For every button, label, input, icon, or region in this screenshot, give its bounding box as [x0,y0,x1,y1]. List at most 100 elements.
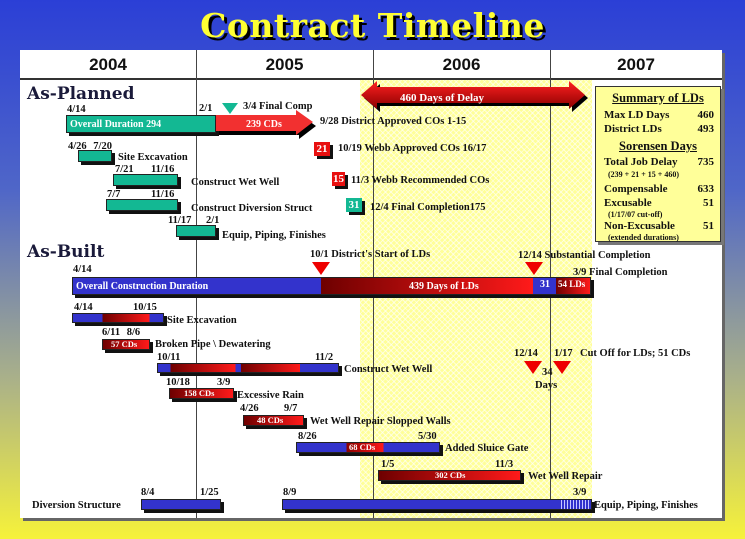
built-task-bar [296,442,440,453]
summary-row: District LDs 493 [604,123,714,135]
date-label: 8/4 [141,487,155,498]
task-label: Site Excavation [118,152,188,163]
date-label: 12/14 [514,348,538,359]
date-label: 10/15 [133,302,157,313]
days-label: Days [535,380,558,391]
bar-label: 439 Days of LDs [409,281,479,292]
end-date: 7/20 [93,141,112,152]
event-badge: 21 [314,142,330,156]
summary-note: (239 + 21 + 15 + 460) [608,170,680,179]
start-date: 4/26 [68,141,87,152]
lds-segment [321,278,533,294]
built-task-bar [243,415,304,426]
date-label: 11/16 [151,189,175,200]
cds-label: 68 CDs [349,442,376,452]
date-label: 11/3 [495,459,514,470]
row-label: Compensable [604,183,668,195]
date-label: 4/14 [67,104,86,115]
year-2006: 2006 [373,50,550,80]
built-task-bar [282,499,592,510]
built-task-bar [141,499,221,510]
date-label: 7/21 [115,164,134,175]
row-value: 51 [703,220,714,232]
planned-task-bar [78,150,112,162]
date-label: 11/2 [315,352,334,363]
lds-segment [556,278,590,294]
end-date: 8/6 [126,327,141,338]
extension-arrow [216,110,316,139]
event-badge: 31 [346,198,362,212]
row-value: 735 [697,156,715,168]
timeline-panel: 2004 2005 2006 2007 460 Days of Delay As… [20,50,722,518]
date-label: 10/11 [157,352,181,363]
row-value: 493 [697,123,715,135]
task-label: Equip, Piping, Finishes [594,500,698,511]
date-label: 2/1 [206,215,220,226]
date-label: 8/9 [283,487,297,498]
start-date: 6/11 [102,327,121,338]
built-overall-bar [72,277,591,295]
date-label: 5/30 [418,431,437,442]
extension-label: 239 CDs [246,119,282,130]
cds-label: 48 CDs [257,415,284,425]
row-label: Total Job Delay [604,156,678,168]
days-count: 34 [542,367,553,378]
date-label: 6/11 8/6 [102,327,141,339]
row-label: Non-Excusable [604,220,675,232]
date-label: 11/16 [151,164,175,175]
planned-task-bar [113,174,178,186]
row-value: 51 [703,197,714,209]
delay-double-arrow [361,81,588,112]
cutoff-label: Cut Off for LDs; 51 CDs [580,348,691,359]
event-label: 11/3 Webb Recommended COs [351,175,490,186]
bar-segment [533,278,556,294]
task-label: Wet Well Repair Slopped Walls [310,416,451,427]
planned-overall-bar [66,115,216,133]
task-label: Equip, Piping, Finishes [222,230,326,241]
cutoff-marker-icon [553,361,571,374]
event-label: 10/19 Webb Approved COs 16/17 [338,143,487,154]
date-label: 8/26 [298,431,317,442]
task-label: Diversion Structure [32,500,121,511]
row-label: Excusable [604,197,652,209]
row-value: 460 [697,109,715,121]
bar-label: Overall Construction Duration [76,281,209,292]
summary-row: Excusable 51 [604,197,714,209]
cds-label: 302 CDs [435,470,466,480]
cds-label: 57 CDs [111,339,138,349]
built-task-bar [169,388,234,399]
row-label: Max LD Days [604,109,670,121]
built-task-bar [157,363,339,373]
date-label: 4/26 7/20 [68,141,112,153]
planned-task-bar [106,199,178,211]
built-task-bar [378,470,521,481]
substantial-completion-marker-icon [525,262,543,275]
built-task-bar [102,339,150,350]
date-label: 1/17 [554,348,573,359]
bar-label: 31 [540,279,550,290]
date-label: 10/18 [166,377,190,388]
summary-row: Total Job Delay 735 [604,156,714,168]
built-task-bar [72,313,164,323]
sorensen-title: Sorensen Days [619,139,697,153]
planned-task-bar [176,225,216,237]
date-label: 3/9 [573,487,587,498]
task-label: Site Excavation [167,315,237,326]
summary-note: (extended durations) [608,233,679,242]
task-label: Wet Well Repair [528,471,603,482]
date-label: 9/7 [284,403,298,414]
substantial-completion-marker-icon [524,361,542,374]
bar-segment [73,278,321,294]
row-label: District LDs [604,123,662,135]
date-label: 4/26 [240,403,259,414]
delay-arrow-label: 460 Days of Delay [400,92,485,104]
milestone-label: 3/9 Final Completion [573,267,668,278]
date-label: 2/1 [199,103,213,114]
milestone-label: 12/14 Substantial Completion [518,250,651,261]
date-label: 7/7 [107,189,121,200]
summary-row: Non-Excusable 51 [604,220,714,232]
as-built-heading: As-Built [27,242,105,262]
task-label: Excessive Rain [237,390,304,401]
